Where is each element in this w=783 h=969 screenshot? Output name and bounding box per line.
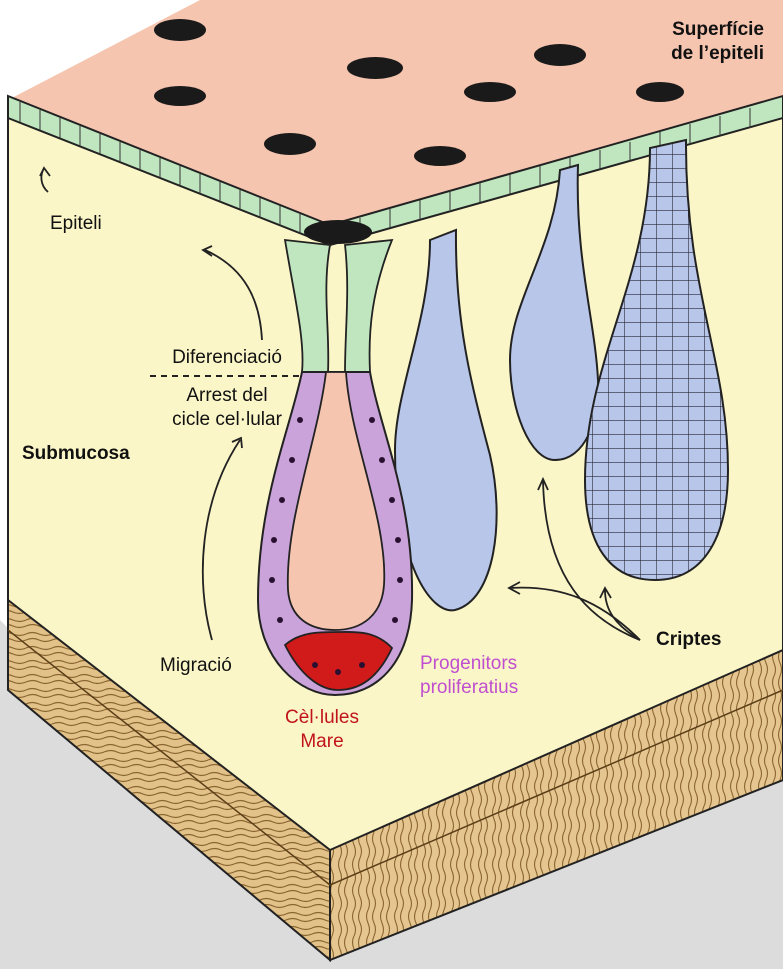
progenitors-line2: proliferatius [420, 676, 518, 700]
cycle-arrest-line1: Arrest del [152, 384, 302, 408]
differentiation-label: Diferenciació [152, 346, 302, 370]
crypts-label: Criptes [656, 628, 721, 652]
migration-label: Migració [160, 654, 232, 678]
surface-label-line2: de l’epiteli [612, 42, 764, 66]
submucosa-label: Submucosa [22, 442, 130, 466]
epithelium-label: Epiteli [50, 212, 102, 236]
stem-cells-label: Cèl·lules Mare [262, 706, 382, 754]
cycle-arrest-line2: cicle cel·lular [152, 408, 302, 432]
cycle-arrest-label: Arrest del cicle cel·lular [152, 384, 302, 432]
stem-cells-line2: Mare [262, 730, 382, 754]
progenitors-label: Progenitors proliferatius [420, 652, 518, 700]
surface-label: Superfície de l’epiteli [612, 18, 764, 66]
progenitors-line1: Progenitors [420, 652, 518, 676]
stem-cells-line1: Cèl·lules [262, 706, 382, 730]
surface-label-line1: Superfície [612, 18, 764, 42]
